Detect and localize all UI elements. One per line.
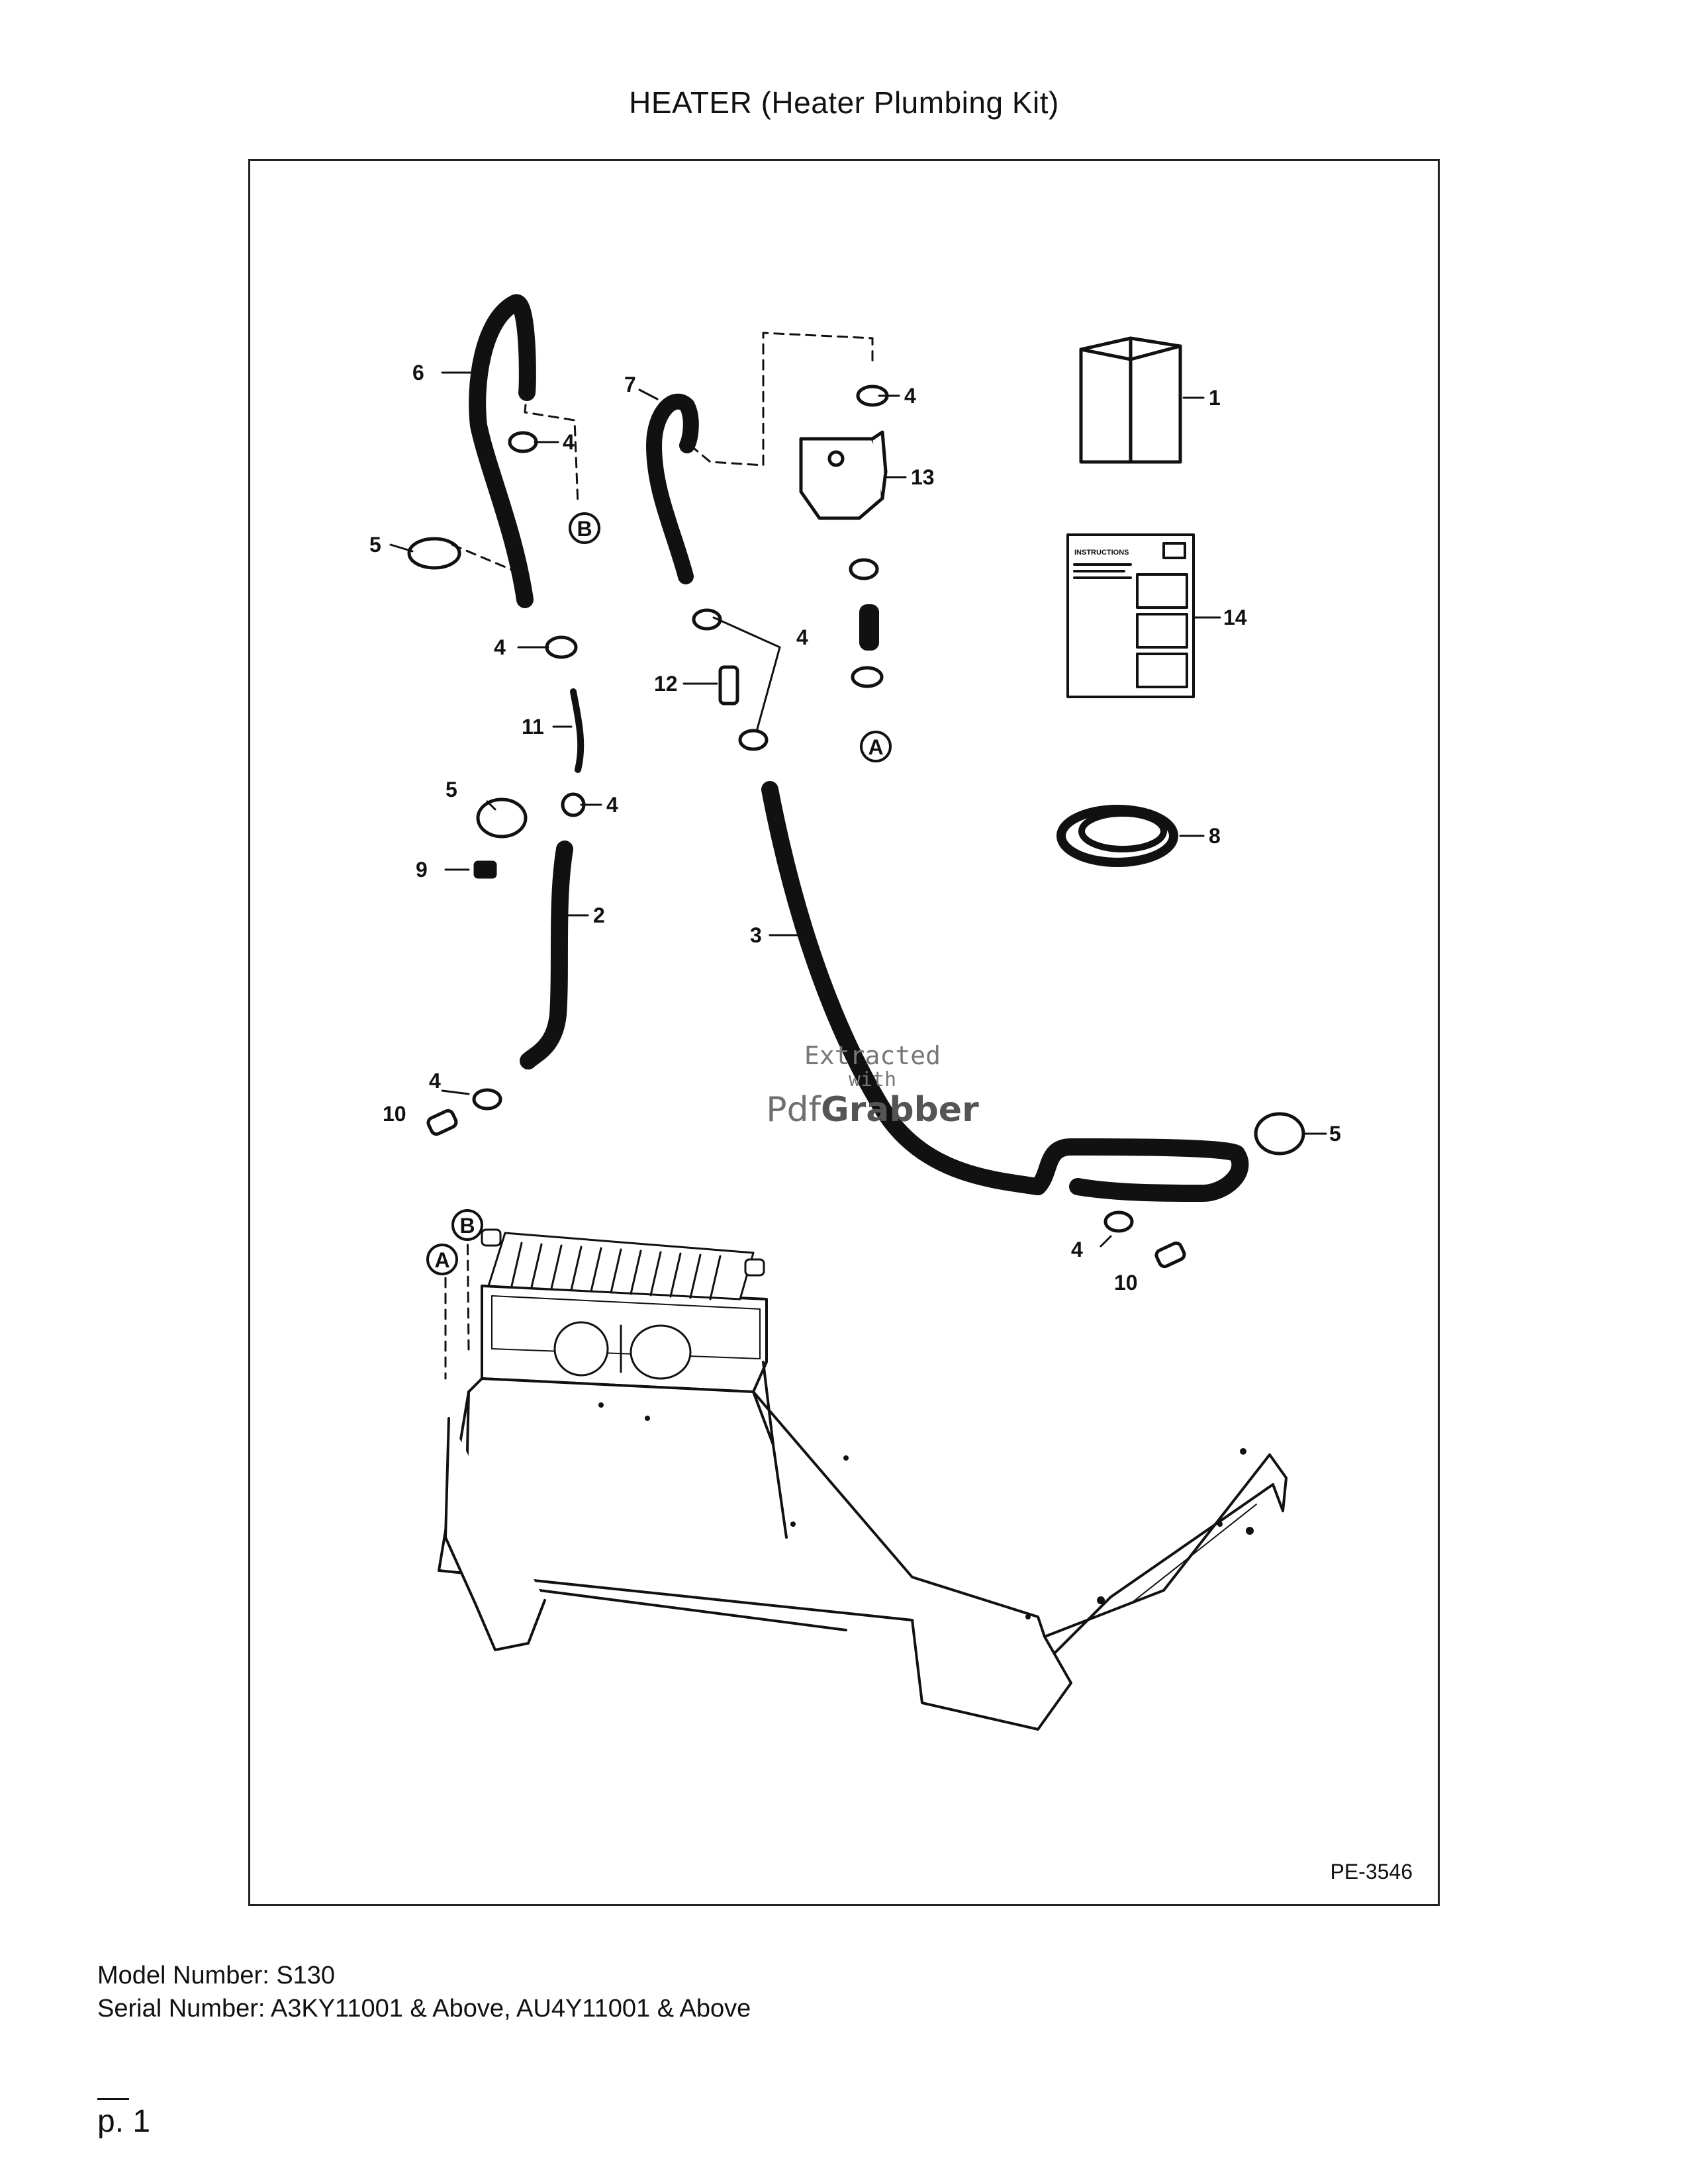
callout-4-g: 4	[1071, 1238, 1083, 1261]
callout-5-b: 5	[445, 778, 457, 801]
callout-4-d: 4	[796, 625, 808, 649]
connector-a-top-label: A	[868, 735, 883, 759]
dashed-line-7-to-4	[689, 332, 874, 467]
serial-number: Serial Number: A3KY11001 & Above, AU4Y11…	[97, 1995, 751, 2023]
connector-b-top	[569, 512, 600, 544]
heater-unit	[438, 1285, 1288, 1731]
hose-3	[761, 781, 1047, 1195]
connector-a-top	[860, 731, 892, 762]
watermark-line-2: with	[848, 1068, 897, 1091]
callout-4-c: 4	[494, 635, 506, 659]
valve-13	[799, 430, 888, 520]
callout-4-a: 4	[563, 430, 575, 454]
instruction-sheet-heading: INSTRUCTIONS	[1074, 549, 1129, 557]
pdfgrabber-watermark: Extracted with PdfGrabber	[733, 1041, 1011, 1130]
parts-diagram: B A B A INSTRUCTIONS 6 4 7 4 1 13 5 14 4…	[248, 159, 1440, 1906]
callout-14: 14	[1223, 606, 1247, 629]
hose-small-13	[859, 604, 879, 651]
exploded-view-illustration: B A B A INSTRUCTIONS 6 4 7 4 1 13 5 14 4…	[369, 294, 1341, 1731]
callout-10-b: 10	[1114, 1271, 1138, 1295]
watermark-line-1: Extracted	[804, 1041, 941, 1070]
callout-6: 6	[412, 361, 424, 385]
connector-a-bottom-label: A	[434, 1248, 449, 1272]
callout-12: 12	[654, 672, 678, 696]
callout-10-a: 10	[383, 1102, 406, 1126]
callout-2: 2	[593, 903, 605, 927]
instruction-sheet-14	[1066, 533, 1195, 698]
hose-2	[520, 841, 573, 1069]
heater-grille	[481, 1228, 765, 1300]
hose-11	[570, 688, 585, 773]
dashed-line-6-to-b	[451, 388, 579, 572]
callout-5-c: 5	[1329, 1122, 1341, 1146]
callout-13: 13	[911, 465, 935, 489]
fitting-12	[718, 665, 739, 705]
callout-3: 3	[750, 923, 762, 947]
callout-8: 8	[1209, 824, 1221, 848]
callout-1: 1	[1209, 386, 1221, 410]
callout-4-b: 4	[904, 384, 916, 408]
figure-code: PE-3546	[1330, 1860, 1413, 1884]
hose-coil-8	[1056, 805, 1178, 867]
callout-4-f: 4	[429, 1069, 441, 1093]
connector-b-top-label: B	[577, 517, 592, 541]
watermark-brand-bold: Grabber	[820, 1090, 979, 1130]
fitting-10	[426, 1109, 1186, 1269]
model-info: Model Number: S130 Serial Number: A3KY11…	[97, 1959, 751, 2025]
hose-6	[469, 294, 536, 608]
hose-7	[646, 393, 699, 584]
connector-b-bottom-label: B	[459, 1214, 475, 1238]
connector-markers	[426, 512, 892, 1275]
heater-screws	[598, 1402, 1254, 1619]
kit-box-1	[1079, 336, 1182, 464]
callout-9: 9	[416, 858, 428, 882]
page-number-rule	[97, 2098, 129, 2100]
fitting-9	[473, 860, 497, 879]
connector-a-bottom	[426, 1244, 458, 1275]
watermark-brand: PdfGrabber	[733, 1090, 1011, 1130]
page-title: HEATER (Heater Plumbing Kit)	[629, 85, 1059, 120]
callout-11: 11	[522, 715, 544, 739]
callout-5-a: 5	[369, 533, 381, 557]
page-number: p. 1	[97, 2104, 151, 2139]
connector-b-bottom	[451, 1209, 483, 1241]
watermark-brand-light: Pdf	[766, 1090, 821, 1130]
model-number: Model Number: S130	[97, 1962, 336, 1989]
hose-3-loop	[1029, 1138, 1249, 1202]
callout-7: 7	[624, 373, 636, 396]
callout-4-e: 4	[606, 793, 618, 817]
leader-lines	[389, 371, 1327, 1248]
